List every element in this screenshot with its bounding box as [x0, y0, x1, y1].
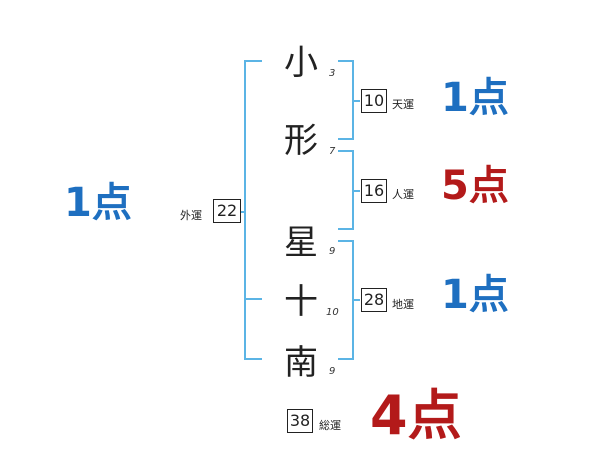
name-char-5: 南 [284, 343, 318, 383]
tenkaku-value-box: 10 [361, 89, 387, 113]
chikaku-connector [352, 299, 360, 301]
jinkaku-connector [352, 190, 360, 192]
chikaku-bracket-bottom [338, 358, 354, 360]
stroke-count-4: 10 [326, 307, 339, 318]
tenkaku-label: 天運 [392, 98, 414, 111]
soukaku-score: 4点 [370, 384, 462, 447]
tenkaku-bracket-bottom [338, 138, 354, 140]
stroke-count-5: 9 [329, 366, 336, 377]
chikaku-score: 1点 [441, 272, 509, 318]
jinkaku-label: 人運 [392, 188, 414, 201]
name-char-1: 小 [284, 43, 318, 83]
name-char-4: 十 [284, 282, 318, 322]
gaikaku-score: 1点 [64, 180, 132, 226]
chikaku-bracket-top [338, 240, 354, 242]
jinkaku-score: 5点 [441, 163, 509, 209]
jinkaku-value-box: 16 [361, 179, 387, 203]
name-char-2: 形 [284, 121, 318, 161]
outer-bracket-bottom [244, 358, 262, 360]
jinkaku-bracket-bottom [338, 228, 354, 230]
soukaku-value-box: 38 [287, 409, 313, 433]
outer-bracket-top [244, 60, 262, 62]
outer-bracket-connector [240, 211, 246, 213]
tenkaku-connector [352, 100, 360, 102]
chikaku-label: 地運 [392, 298, 414, 311]
stroke-count-2: 7 [329, 146, 336, 157]
stroke-count-1: 3 [329, 68, 336, 79]
gaikaku-value-box: 22 [213, 199, 241, 223]
outer-bracket-vertical [244, 60, 246, 360]
jinkaku-bracket-top [338, 150, 354, 152]
name-char-3: 星 [284, 223, 318, 263]
chikaku-value-box: 28 [361, 288, 387, 312]
outer-bracket-divider [244, 298, 262, 300]
tenkaku-bracket-top [338, 60, 354, 62]
stroke-count-3: 9 [329, 246, 336, 257]
soukaku-label: 総運 [319, 419, 341, 432]
tenkaku-score: 1点 [441, 75, 509, 121]
gaikaku-label: 外運 [180, 209, 202, 222]
